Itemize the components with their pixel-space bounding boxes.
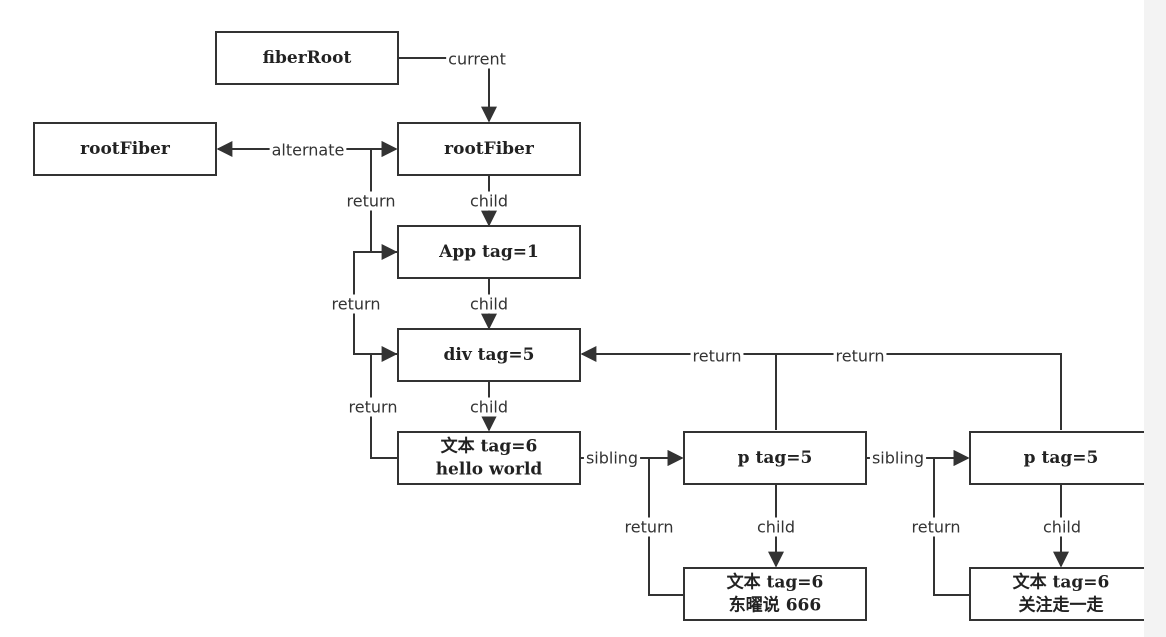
edge-label-text: return [912,518,961,537]
edge-label-text: child [757,518,795,537]
edge-label-return: return [690,346,744,366]
node-label: rootFiber [80,139,171,159]
edge-label-sibling: sibling [869,448,927,468]
edge-label-text: alternate [272,141,345,160]
node-box [33,122,217,176]
edge-label-background [468,191,510,211]
edge-label-text: sibling [586,449,638,468]
edge-label-text: child [470,398,508,417]
node-label: p tag=5 [738,448,813,468]
edge-label-background [622,517,676,537]
edge-label-background [468,294,510,314]
edge-label-text: return [347,192,396,211]
node-label: 文本 tag=6 [441,436,538,457]
node-label: App tag=1 [438,242,539,262]
edge-label-background [755,517,797,537]
node-app: App tag=1 [397,225,581,279]
edges [216,57,1069,596]
edge-label-background [833,346,887,366]
edge-label-text: child [470,192,508,211]
node-label: 文本 tag=6 [727,572,824,593]
edge-label-text: return [332,295,381,314]
edge-label-background [468,397,510,417]
edge-label-return: return [909,517,963,537]
node-div: div tag=5 [397,328,581,382]
edge-label-background [344,191,398,211]
edge-label-background [1041,517,1083,537]
node-label: p tag=5 [1024,448,1099,468]
node-label: div tag=5 [444,345,535,365]
edge-label-text: return [349,398,398,417]
edge-label-sibling: sibling [583,448,641,468]
scrollbar[interactable] [1144,0,1166,637]
edge-label-background [269,140,347,160]
node-box [215,31,399,85]
edge-label-return: return [833,346,887,366]
node-label: hello world [436,460,543,480]
edge-label-text: current [448,50,506,69]
edge-label-text: return [625,518,674,537]
edge-label-return: return [344,191,398,211]
node-root-fiber: rootFiber [397,122,581,176]
node-text1: 文本 tag=6 hello world [397,431,581,485]
edge-label-background [869,448,927,468]
edge-label-text: return [693,347,742,366]
edge-label-child: child [1041,517,1083,537]
edge-labels: current alternate return child return child re… [269,49,1083,537]
edge-label-child: child [468,294,510,314]
edge-label-return: return [346,397,400,417]
edge-label-return: return [622,517,676,537]
node-label: rootFiber [444,139,535,159]
node-root-fiber-alt: rootFiber [33,122,217,176]
edge-label-child: child [755,517,797,537]
edge-label-text: child [470,295,508,314]
node-label: 文本 tag=6 [1013,572,1110,593]
edge-label-current: current [446,49,508,69]
edge-label-child: child [468,191,510,211]
node-box [683,431,867,485]
edge-label-background [583,448,641,468]
node-label: 东曜说 666 [729,595,821,616]
edge-label-background [346,397,400,417]
edge-label-text: sibling [872,449,924,468]
node-box [397,225,581,279]
edge-return-p1-div [580,346,777,430]
edge-label-return: return [329,294,383,314]
edge-label-background [690,346,744,366]
edge-label-child: child [468,397,510,417]
node-p1: p tag=5 [683,431,867,485]
node-label: 关注走一走 [1019,595,1104,616]
node-box [969,567,1153,621]
edge-label-background [329,294,383,314]
node-p2: p tag=5 [969,431,1153,485]
node-label: fiberRoot [263,48,352,68]
edge-label-background [446,49,508,69]
node-box [683,567,867,621]
node-box [397,122,581,176]
node-box [397,328,581,382]
edge-label-text: child [1043,518,1081,537]
node-fiber-root: fiberRoot [215,31,399,85]
edge-return-p2-div [776,353,1062,430]
edge-label-alternate: alternate [269,140,347,160]
node-box [397,431,581,485]
edge-label-text: return [836,347,885,366]
edge-label-background [909,517,963,537]
